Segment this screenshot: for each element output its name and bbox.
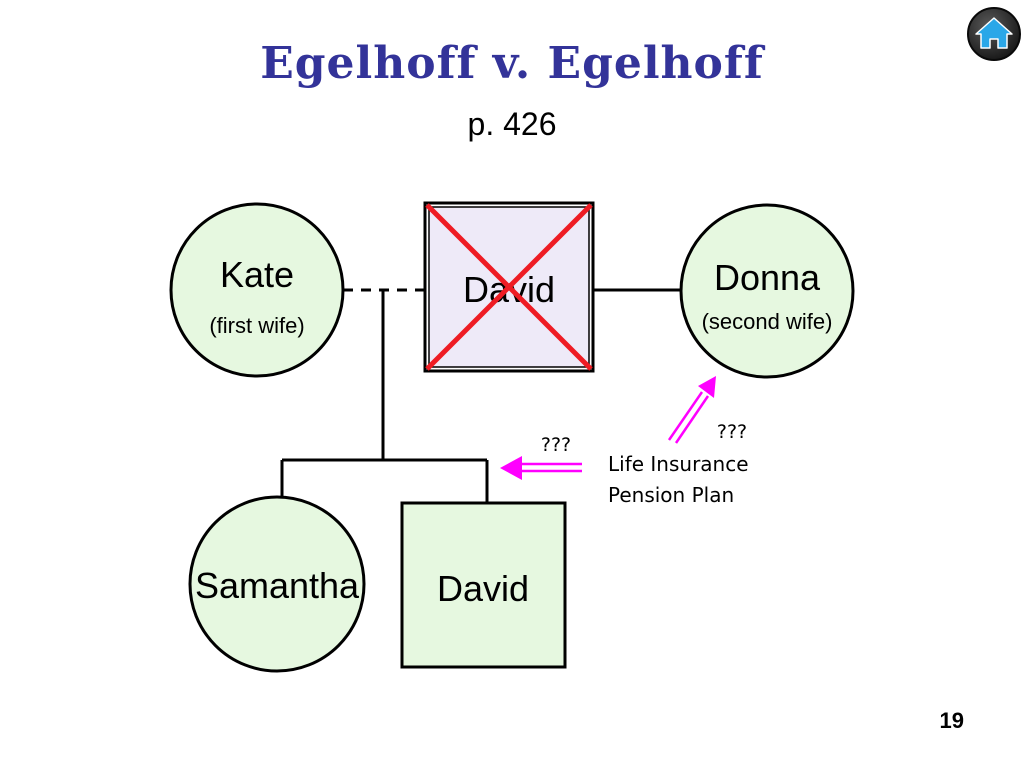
donna-role: (second wife)	[702, 309, 833, 334]
arrow-to-donna-icon	[667, 376, 716, 444]
samantha-node: Samantha	[188, 495, 366, 673]
donna-question-mark: ???	[717, 421, 747, 443]
kate-node: Kate (first wife)	[169, 202, 345, 378]
page-number: 19	[939, 708, 964, 733]
benefit-pension-plan: Pension Plan	[608, 483, 734, 507]
david-father-node: David	[423, 201, 595, 373]
donna-node: Donna (second wife)	[679, 203, 855, 379]
slide-title: Egelhoff v. Egelhoff	[260, 38, 764, 89]
david-son-node: David	[400, 501, 567, 669]
samantha-name: Samantha	[195, 565, 360, 606]
home-button[interactable]	[966, 6, 1022, 62]
slide-subtitle: p. 426	[467, 106, 557, 142]
kate-role: (first wife)	[209, 313, 304, 338]
deceased-cross-icon	[425, 203, 593, 371]
benefit-life-insurance: Life Insurance	[608, 452, 749, 476]
home-icon	[967, 7, 1021, 61]
donna-name: Donna	[714, 257, 821, 298]
arrow-to-children-icon	[500, 456, 582, 480]
david-son-name: David	[437, 568, 529, 609]
kate-name: Kate	[220, 254, 294, 295]
children-question-mark: ???	[541, 434, 571, 456]
